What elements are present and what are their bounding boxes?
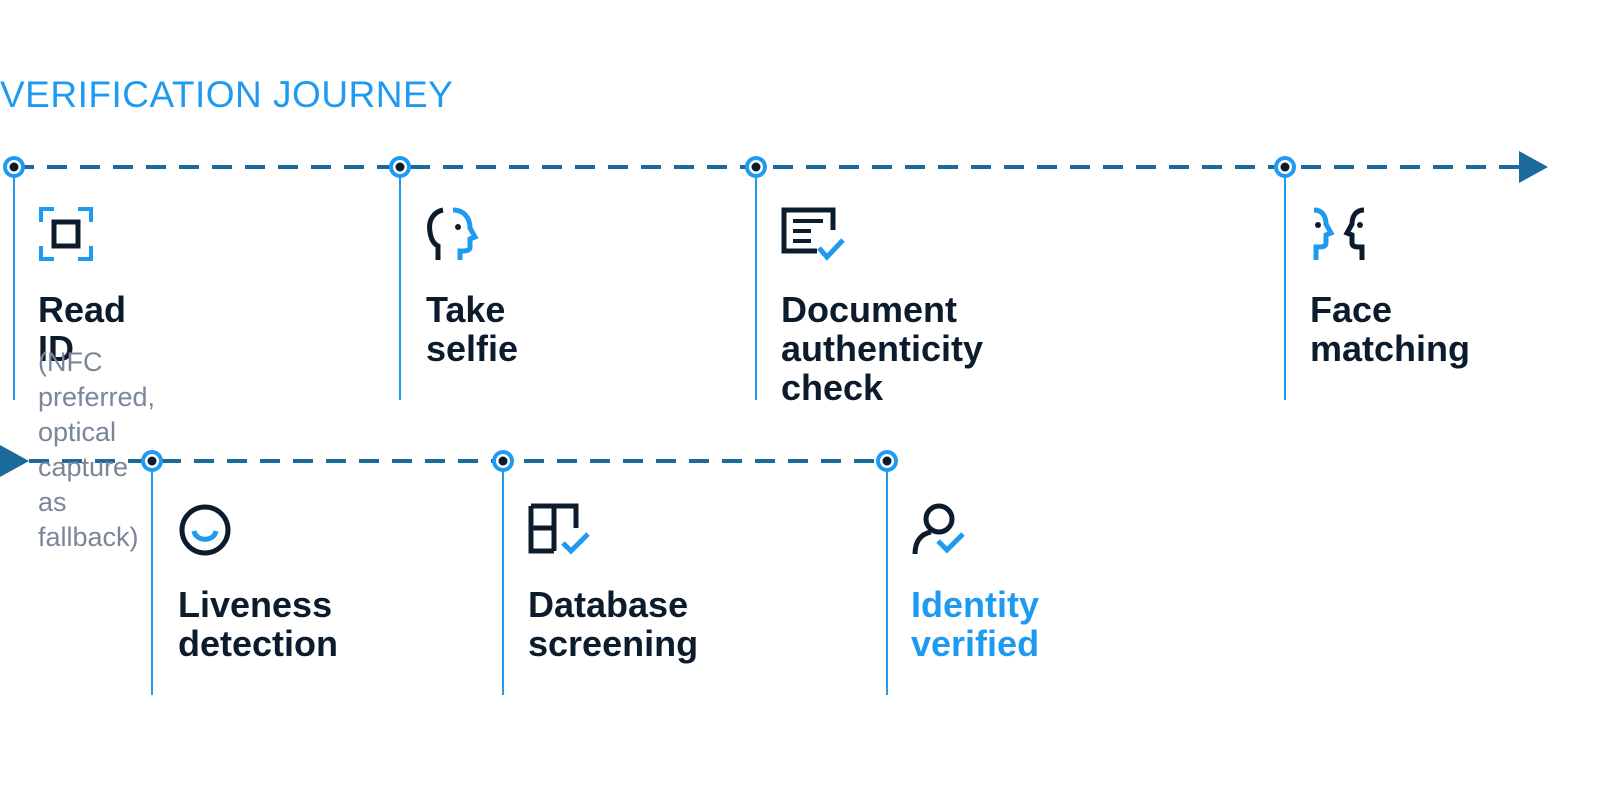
step-7-node — [876, 450, 898, 472]
step-2-node — [389, 156, 411, 178]
step-label: Document authenticity check — [781, 289, 984, 408]
timeline-row-2-arrow — [0, 445, 29, 477]
document-check-icon — [781, 207, 845, 261]
timeline-row-1-arrow — [1519, 151, 1548, 183]
step-5-node — [141, 450, 163, 472]
step-label: Database screening — [528, 584, 699, 664]
page-title: VERIFICATION JOURNEY — [0, 74, 454, 115]
step-label: Identity verified — [911, 584, 1040, 664]
step-3-node — [745, 156, 767, 178]
face-profile-icon — [427, 207, 479, 260]
step-label: Liveness detection — [178, 584, 339, 664]
database-check-icon — [528, 503, 590, 555]
step-label: Face matching — [1310, 289, 1471, 369]
step-1-node — [3, 156, 25, 178]
step-label: Read ID — [38, 289, 127, 369]
step-4-node — [1274, 156, 1296, 178]
smile-icon — [179, 504, 231, 556]
face-match-icon — [1313, 207, 1365, 260]
step-label: Take selfie — [426, 289, 519, 369]
scan-frame-icon — [39, 207, 93, 261]
step-6-node — [492, 450, 514, 472]
user-check-icon — [912, 503, 965, 555]
step-sublabel: (NFC preferred, optical capture as fallb… — [38, 347, 156, 552]
